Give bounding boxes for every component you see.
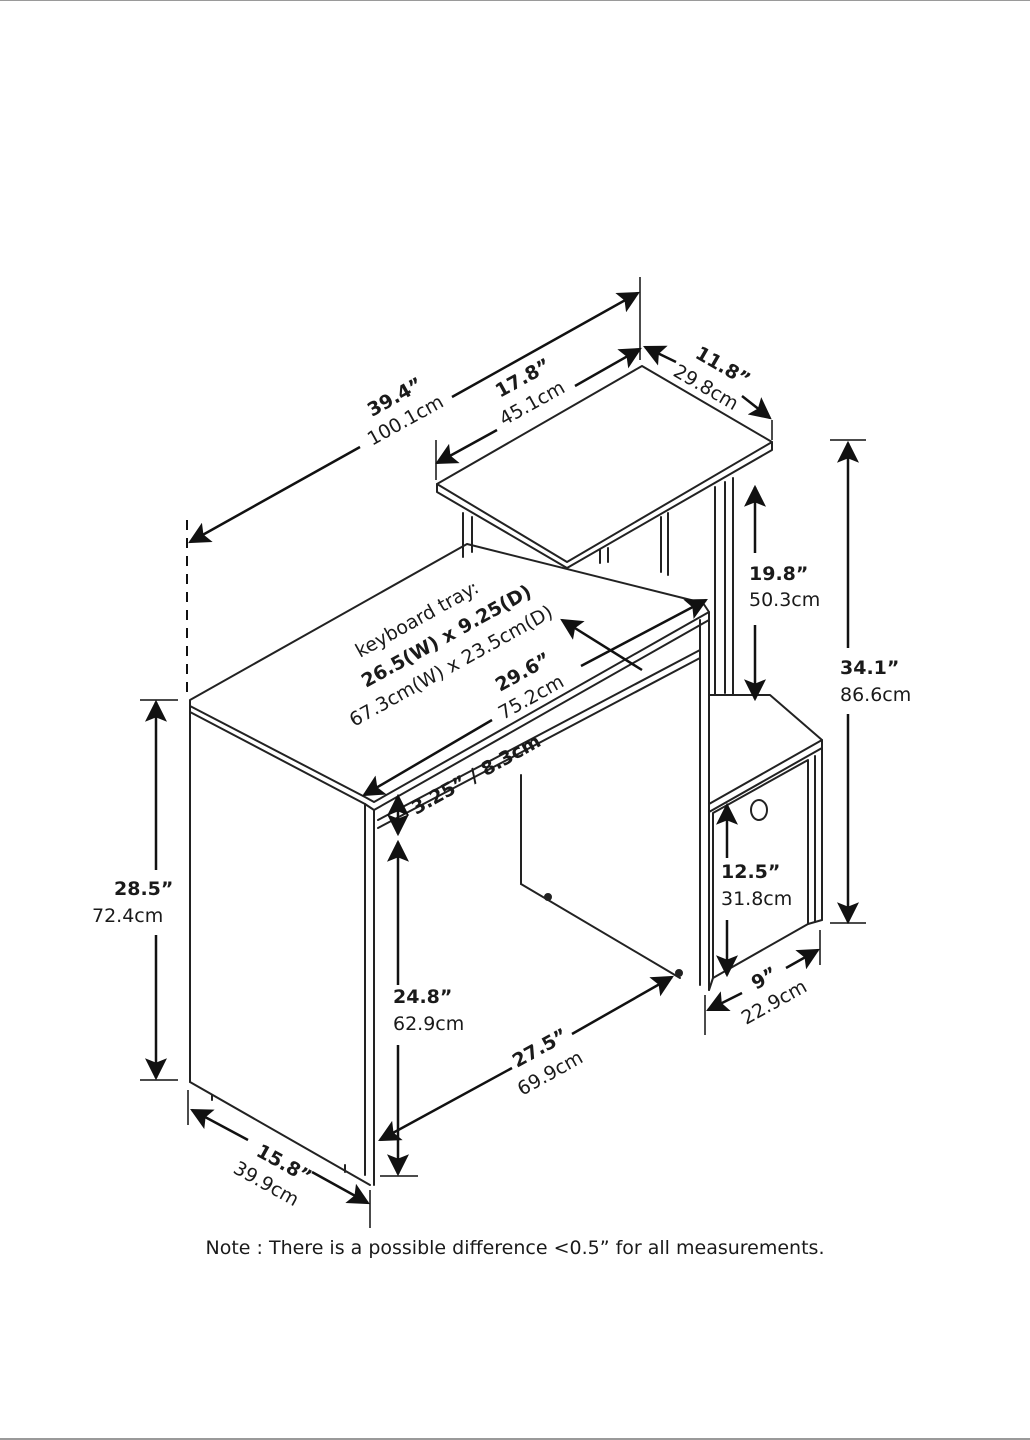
desk-height-in: 28.5”	[114, 878, 173, 900]
cubby-height-cm: 31.8cm	[721, 888, 792, 910]
knee-height-in: 24.8”	[393, 986, 452, 1008]
desk-height-cm: 72.4cm	[92, 905, 163, 927]
frame-top-border	[0, 0, 1030, 1]
dimension-lines	[140, 277, 866, 1228]
knee-height-cm: 62.9cm	[393, 1013, 464, 1035]
frame-bottom-border	[0, 1438, 1030, 1440]
shelf-clearance-cm: 50.3cm	[749, 589, 820, 611]
shelf-clearance-in: 19.8”	[749, 563, 808, 585]
total-height-cm: 86.6cm	[840, 684, 911, 706]
measurement-note: Note : There is a possible difference <0…	[205, 1237, 825, 1259]
total-height-in: 34.1”	[840, 657, 899, 679]
cubby-height-in: 12.5”	[721, 861, 780, 883]
desk-outline	[189, 365, 823, 1186]
